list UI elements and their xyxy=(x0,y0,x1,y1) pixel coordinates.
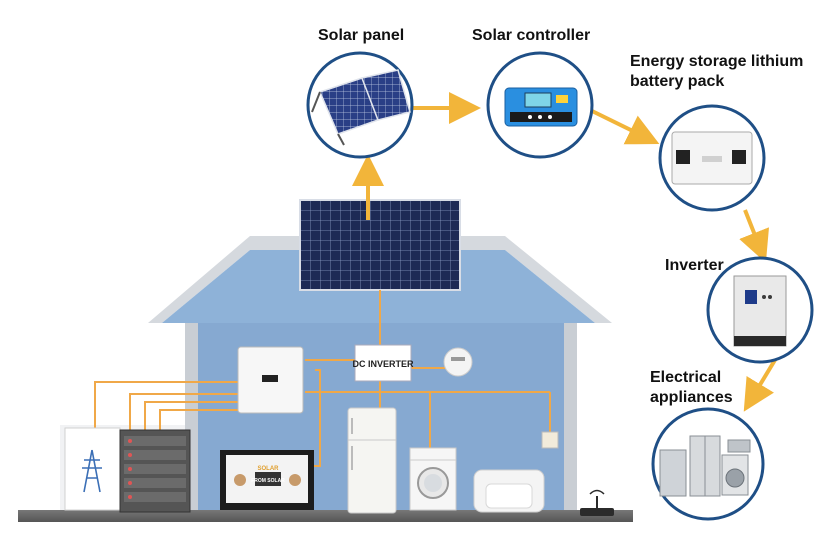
tv-text-top: SOLAR xyxy=(258,466,280,472)
battery-pack-icon xyxy=(671,131,753,185)
solar-controller-node xyxy=(486,51,594,159)
armchair xyxy=(473,469,545,513)
label-solar-panel-text: Solar panel xyxy=(318,27,405,44)
label-appliances-line1: Electrical xyxy=(650,369,722,386)
smart-meter xyxy=(443,347,473,377)
label-battery: Energy storage lithium battery pack xyxy=(630,52,803,92)
floor-base xyxy=(18,510,633,522)
label-battery-line2: battery pack xyxy=(630,73,725,90)
wall-lamp xyxy=(541,431,559,449)
roof-solar-panel xyxy=(299,199,461,291)
label-solar-controller: Solar controller xyxy=(472,26,590,46)
dc-inverter-label: DC INVERTER xyxy=(352,359,414,369)
label-appliances: Electrical appliances xyxy=(650,368,733,408)
wall-inverter xyxy=(237,346,304,414)
washing-machine xyxy=(409,447,457,511)
arrow-controller-to-battery xyxy=(589,108,660,145)
appliances-icon xyxy=(659,435,751,497)
wifi-router xyxy=(580,489,614,516)
arrow-battery-to-inverter xyxy=(739,209,770,263)
dc-inverter: DC INVERTER xyxy=(352,344,414,382)
arrow-inverter-to-appliances xyxy=(743,353,780,412)
label-solar-controller-text: Solar controller xyxy=(472,27,591,44)
grid-meter-box xyxy=(64,427,121,511)
battery-node xyxy=(658,104,766,212)
label-inverter-text: Inverter xyxy=(665,257,724,274)
label-appliances-line2: appliances xyxy=(650,389,733,406)
label-battery-line1: Energy storage lithium xyxy=(630,53,804,70)
television: SOLAR FROM SOLAR xyxy=(220,450,314,510)
refrigerator xyxy=(347,407,397,514)
tv-text-bottom: FROM SOLAR xyxy=(251,478,285,484)
label-solar-panel: Solar panel xyxy=(318,26,404,46)
flow-arrows xyxy=(352,92,780,412)
inverter-icon xyxy=(733,275,787,347)
solar-panel-icon xyxy=(311,69,411,146)
label-inverter: Inverter xyxy=(665,256,724,276)
inverter-node xyxy=(706,256,814,364)
appliances-node xyxy=(651,407,765,521)
battery-rack xyxy=(119,429,191,513)
power-pylon-icon xyxy=(82,449,102,493)
charge-controller-icon xyxy=(504,87,578,127)
solar-panel-node xyxy=(306,51,414,159)
